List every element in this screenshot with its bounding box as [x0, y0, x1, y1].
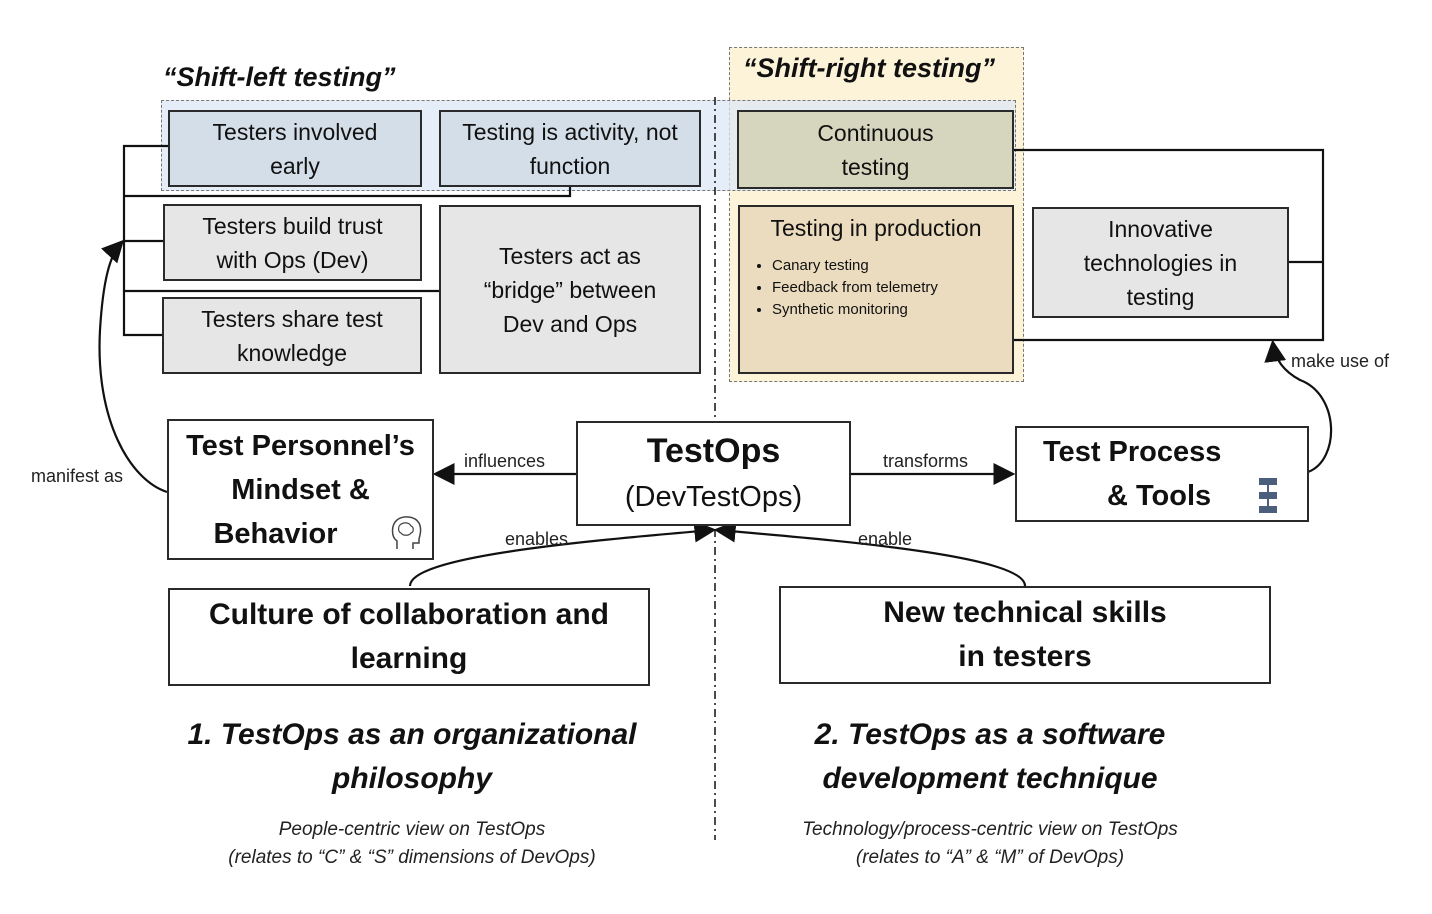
- shift-right-title: “Shift-right testing”: [743, 53, 995, 83]
- subtitle-line: Technology/process-centric view on TestO…: [802, 819, 1178, 840]
- enables-arrow: [408, 520, 717, 587]
- view-1-heading: 1. TestOps as an organizational philosop…: [112, 713, 712, 801]
- box-innovative-technologies: Innovative technologies in testing: [1032, 207, 1289, 318]
- box-label: Testers share test knowledge: [201, 305, 383, 366]
- box-label: Testing is activity, not function: [462, 118, 678, 179]
- heading-line: development technique: [822, 762, 1158, 795]
- subtitle-line: (relates to “A” & “M” of DevOps): [855, 847, 1125, 868]
- left-bracket: [122, 144, 572, 337]
- box-label: Innovative technologies in testing: [1083, 215, 1238, 310]
- list-item: Canary testing: [772, 255, 938, 277]
- box-label: Continuous testing: [817, 119, 934, 180]
- mindset-line: Test Personnel’s: [186, 429, 415, 462]
- culture-line: learning: [350, 642, 468, 675]
- view-2-subtitle: Technology/process-centric view on TestO…: [690, 816, 1290, 872]
- right-bracket: [1013, 148, 1325, 342]
- box-share-knowledge: Testers share test knowledge: [162, 297, 422, 374]
- mindset-line: Behavior: [213, 517, 338, 550]
- manifest-arrow: [98, 239, 168, 494]
- box-testing-in-production: Testing in production Canary testing Fee…: [738, 205, 1014, 374]
- skills-line: in testers: [958, 640, 1092, 673]
- shift-left-title: “Shift-left testing”: [163, 62, 396, 92]
- box-label: Testers act as “bridge” between Dev and …: [483, 242, 657, 337]
- mindset-line: Mindset &: [231, 473, 370, 506]
- box-test-process-tools: Test Process & Tools: [1015, 426, 1309, 522]
- view-2-heading: 2. TestOps as a software development tec…: [690, 713, 1290, 801]
- make-use-label: make use of: [1291, 351, 1390, 371]
- heading-line: 2. TestOps as a software: [814, 718, 1166, 751]
- enables-label: enables: [505, 529, 569, 549]
- box-culture: Culture of collaboration and learning: [168, 588, 650, 686]
- make-use-arrow: [1264, 339, 1333, 474]
- box-new-skills: New technical skills in testers: [779, 586, 1271, 684]
- subtitle-line: (relates to “C” & “S” dimensions of DevO…: [228, 847, 596, 868]
- manifest-label: manifest as: [31, 466, 124, 486]
- heading-line: philosophy: [332, 762, 492, 795]
- enable-label: enable: [858, 529, 913, 549]
- transforms-label: transforms: [883, 451, 969, 471]
- box-testing-is-activity: Testing is activity, not function: [439, 110, 701, 187]
- list-item: Feedback from telemetry: [772, 277, 938, 299]
- brain-head-icon: [391, 516, 422, 549]
- box-build-trust: Testers build trust with Ops (Dev): [163, 204, 422, 281]
- process-line: Test Process: [1043, 436, 1222, 468]
- box-label: Testers build trust with Ops (Dev): [202, 212, 383, 273]
- testops-subtitle: (DevTestOps): [624, 480, 803, 513]
- process-flow-icon: [1259, 478, 1277, 513]
- testops-title: TestOps: [646, 431, 781, 470]
- box-mindset: Test Personnel’s Mindset & Behavior: [167, 419, 434, 560]
- box-bridge: Testers act as “bridge” between Dev and …: [439, 205, 701, 374]
- enable-arrow: [713, 520, 1027, 587]
- subtitle-line: People-centric view on TestOps: [278, 819, 546, 840]
- box-label: Testers involved early: [212, 118, 378, 179]
- box-testers-involved-early: Testers involved early: [168, 110, 422, 187]
- box-testops: TestOps (DevTestOps): [576, 421, 851, 526]
- production-title: Testing in production: [770, 215, 982, 241]
- box-continuous-testing: Continuous testing: [737, 110, 1014, 189]
- production-list: Canary testing Feedback from telemetry S…: [750, 255, 938, 321]
- heading-line: 1. TestOps as an organizational: [187, 718, 637, 751]
- culture-line: Culture of collaboration and: [208, 598, 609, 631]
- influences-label: influences: [464, 451, 546, 471]
- skills-line: New technical skills: [883, 596, 1167, 629]
- list-item: Synthetic monitoring: [772, 299, 938, 321]
- process-line: & Tools: [1107, 480, 1212, 512]
- view-1-subtitle: People-centric view on TestOps (relates …: [112, 816, 712, 872]
